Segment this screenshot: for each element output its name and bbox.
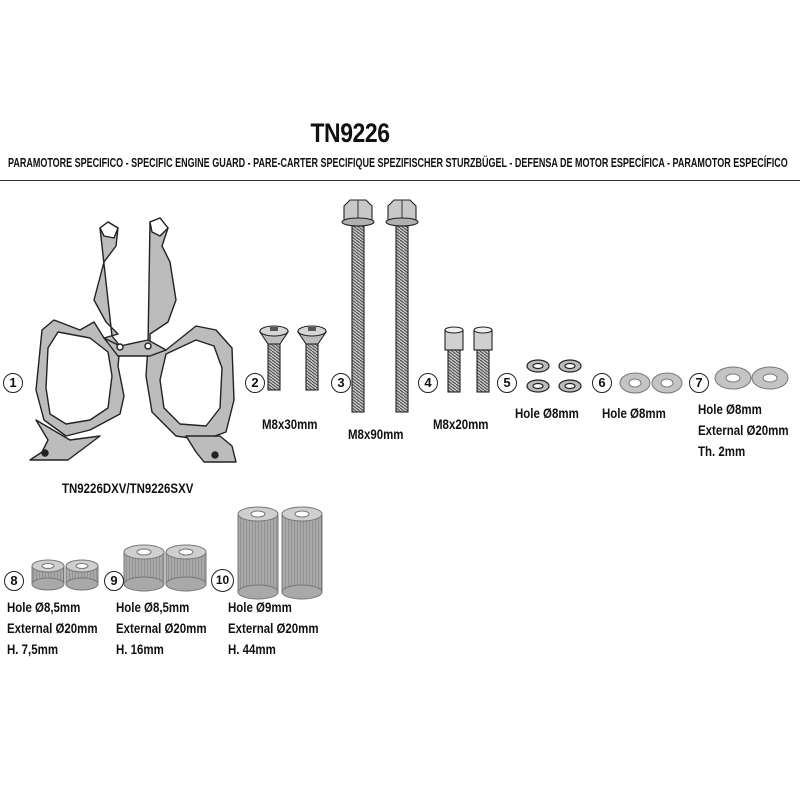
spring-lock-washer-icon (526, 359, 582, 393)
document-subtitle: PARAMOTORE SPECIFICO - SPECIFIC ENGINE G… (8, 156, 788, 170)
part-label-9: Hole Ø8,5mm External Ø20mm H. 16mm (116, 600, 207, 657)
part-number-9: 9 (104, 571, 124, 591)
part-number-5: 5 (497, 373, 517, 393)
socket-head-screw-icon (444, 326, 493, 393)
document-title: TN9226 (310, 118, 390, 148)
part-number-4: 4 (418, 373, 438, 393)
hex-flange-bolt-icon (341, 199, 419, 413)
part-number-2: 2 (245, 373, 265, 393)
part-number-3: 3 (331, 373, 351, 393)
part-number-1: 1 (3, 373, 23, 393)
part-label-10: Hole Ø9mm External Ø20mm H. 44mm (228, 600, 319, 657)
part-number-8: 8 (4, 571, 24, 591)
part-number-10: 10 (211, 569, 234, 592)
part-label-3: M8x90mm (348, 427, 404, 442)
flat-washer-icon (619, 372, 683, 394)
part-label-6: Hole Ø8mm (602, 406, 666, 421)
part-label-2: M8x30mm (262, 417, 318, 432)
part-label-8: Hole Ø8,5mm External Ø20mm H. 7,5mm (7, 600, 98, 657)
part-label-7: Hole Ø8mm External Ø20mm Th. 2mm (698, 402, 789, 459)
countersunk-screw-icon (258, 325, 328, 391)
spacer-long-icon (237, 506, 323, 600)
spacer-short-icon (31, 559, 99, 591)
flat-washer-large-icon (714, 366, 789, 390)
divider (0, 180, 800, 181)
part-number-6: 6 (592, 373, 612, 393)
engine-guard-frame-icon (29, 217, 237, 463)
part-label-5: Hole Ø8mm (515, 406, 579, 421)
part-label-1: TN9226DXV/TN9226SXV (62, 481, 194, 496)
part-label-4: M8x20mm (433, 417, 489, 432)
spacer-medium-icon (123, 544, 207, 592)
part-number-7: 7 (689, 373, 709, 393)
